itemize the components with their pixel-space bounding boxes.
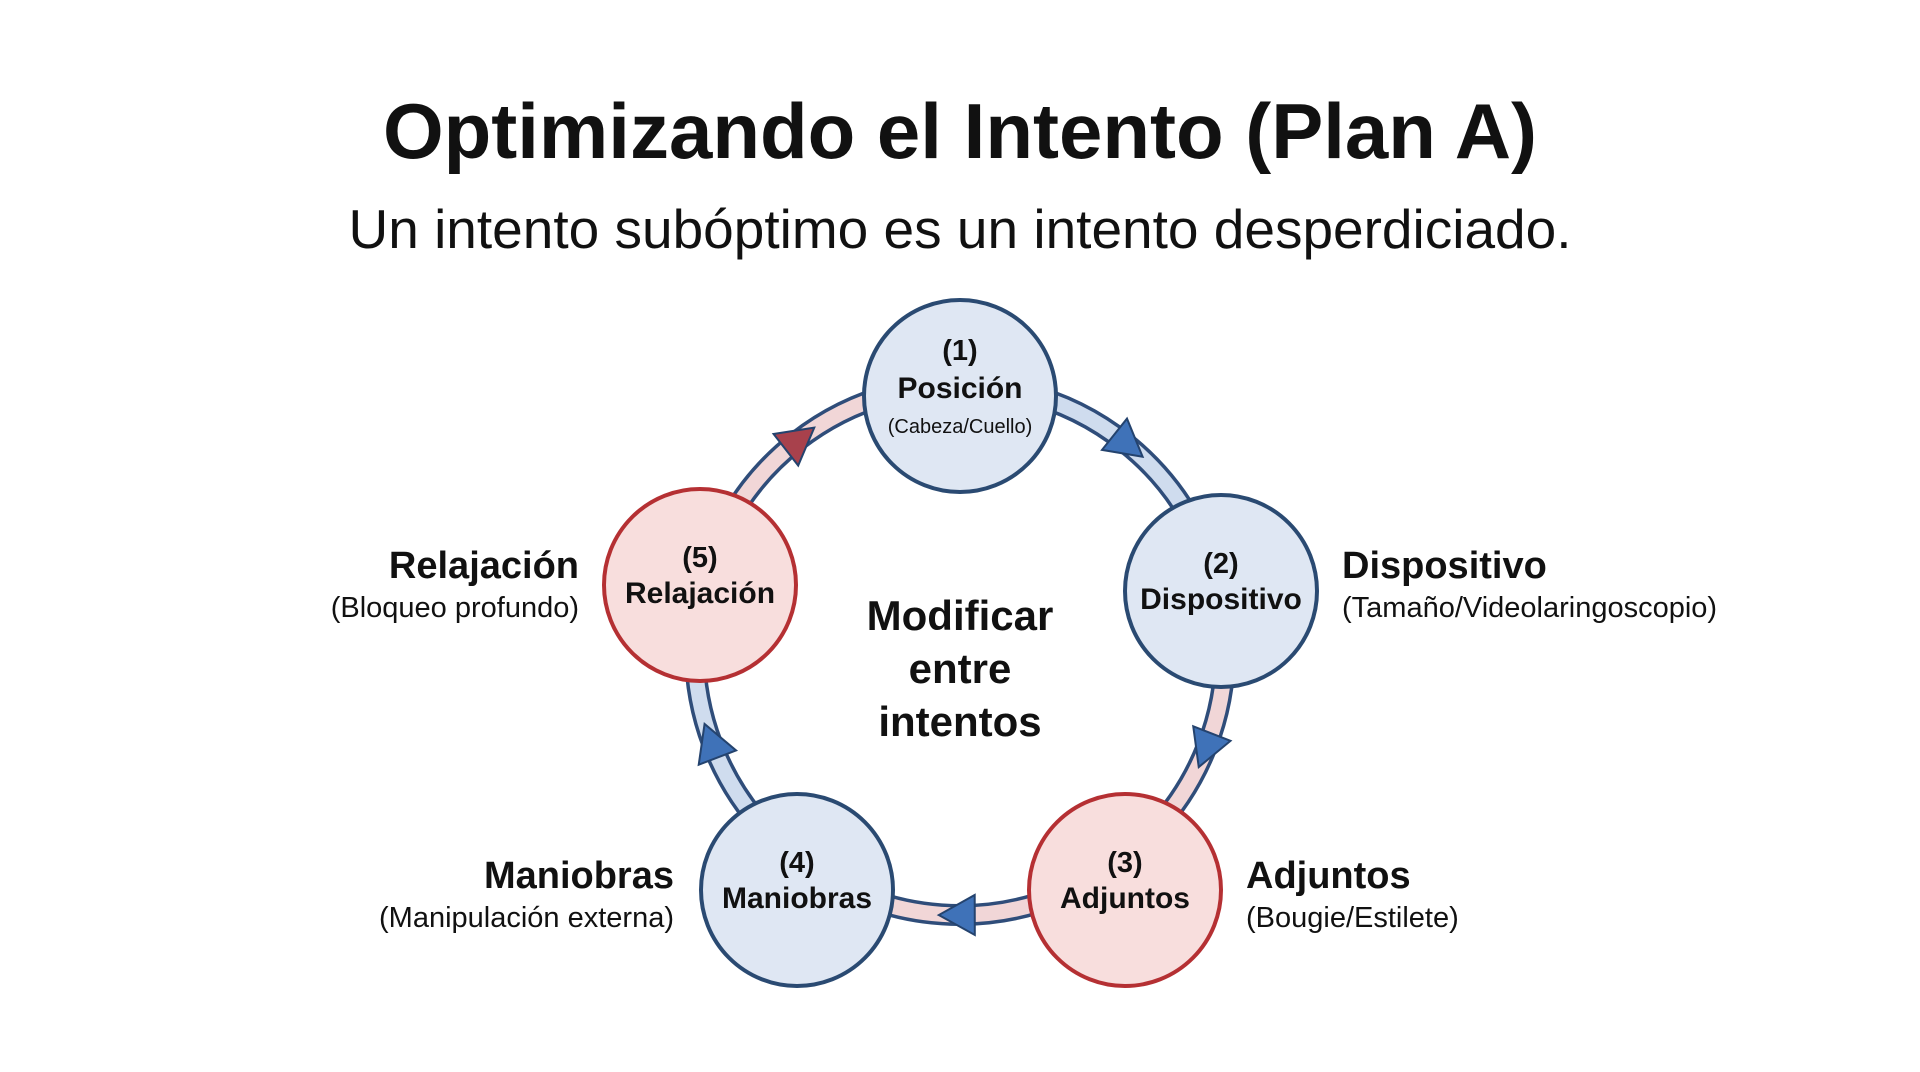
node-name: Posición bbox=[897, 372, 1022, 405]
node-name: Adjuntos bbox=[1060, 882, 1190, 915]
node-number: (3) bbox=[1107, 847, 1142, 879]
connector-3-4-arrowhead bbox=[936, 893, 976, 937]
connector-5-1-arrowhead bbox=[771, 426, 816, 468]
center-label-line: intentos bbox=[878, 698, 1041, 745]
node-sub: (Cabeza/Cuello) bbox=[888, 416, 1033, 438]
node-circle bbox=[699, 792, 895, 988]
center-label-line: Modificar bbox=[867, 592, 1054, 639]
side-sub-maniobras: (Manipulación externa) bbox=[379, 902, 674, 934]
center-label-line: entre bbox=[909, 645, 1012, 692]
node-name: Dispositivo bbox=[1140, 583, 1302, 616]
node-circle bbox=[1027, 792, 1223, 988]
cycle-node-3: (3)Adjuntos bbox=[1027, 792, 1223, 988]
page-title: Optimizando el Intento (Plan A) bbox=[382, 87, 1538, 175]
node-name: Maniobras bbox=[722, 882, 872, 915]
connector-1-2-arrowhead bbox=[1100, 416, 1145, 459]
connector-2-3-arrowhead bbox=[1192, 724, 1233, 769]
side-sub-dispositivo: (Tamaño/Videolaringoscopio) bbox=[1342, 592, 1718, 624]
side-sub-relajacion: (Bloqueo profundo) bbox=[330, 592, 579, 624]
cycle-node-5: (5)Relajación bbox=[602, 487, 798, 683]
node-number: (4) bbox=[779, 847, 814, 879]
node-circle bbox=[862, 298, 1058, 494]
node-circle bbox=[602, 487, 798, 683]
side-title-adjuntos: Adjuntos bbox=[1246, 855, 1411, 897]
page-subtitle: Un intento subóptimo es un intento despe… bbox=[348, 198, 1572, 260]
node-circle bbox=[1123, 493, 1319, 689]
side-title-relajacion: Relajación bbox=[388, 545, 579, 587]
node-name: Relajación bbox=[625, 577, 775, 610]
cycle-node-1: (1) Posición (Cabeza/Cuello) bbox=[862, 298, 1058, 494]
side-title-dispositivo: Dispositivo bbox=[1342, 545, 1547, 587]
node-number: (5) bbox=[682, 542, 717, 574]
node-group: (1) Posición (Cabeza/Cuello) (2)Dispositivo… bbox=[602, 298, 1319, 988]
side-title-maniobras: Maniobras bbox=[483, 855, 674, 897]
cycle-node-4: (4)Maniobras bbox=[699, 792, 895, 988]
connector-4-5-arrowhead bbox=[697, 722, 739, 767]
node-number: (1) bbox=[942, 335, 977, 367]
side-sub-adjuntos: (Bougie/Estilete) bbox=[1246, 902, 1459, 934]
node-number: (2) bbox=[1203, 548, 1238, 580]
cycle-node-2: (2)Dispositivo bbox=[1123, 493, 1319, 689]
center-label-group: Modificar entre intentos bbox=[867, 592, 1054, 745]
